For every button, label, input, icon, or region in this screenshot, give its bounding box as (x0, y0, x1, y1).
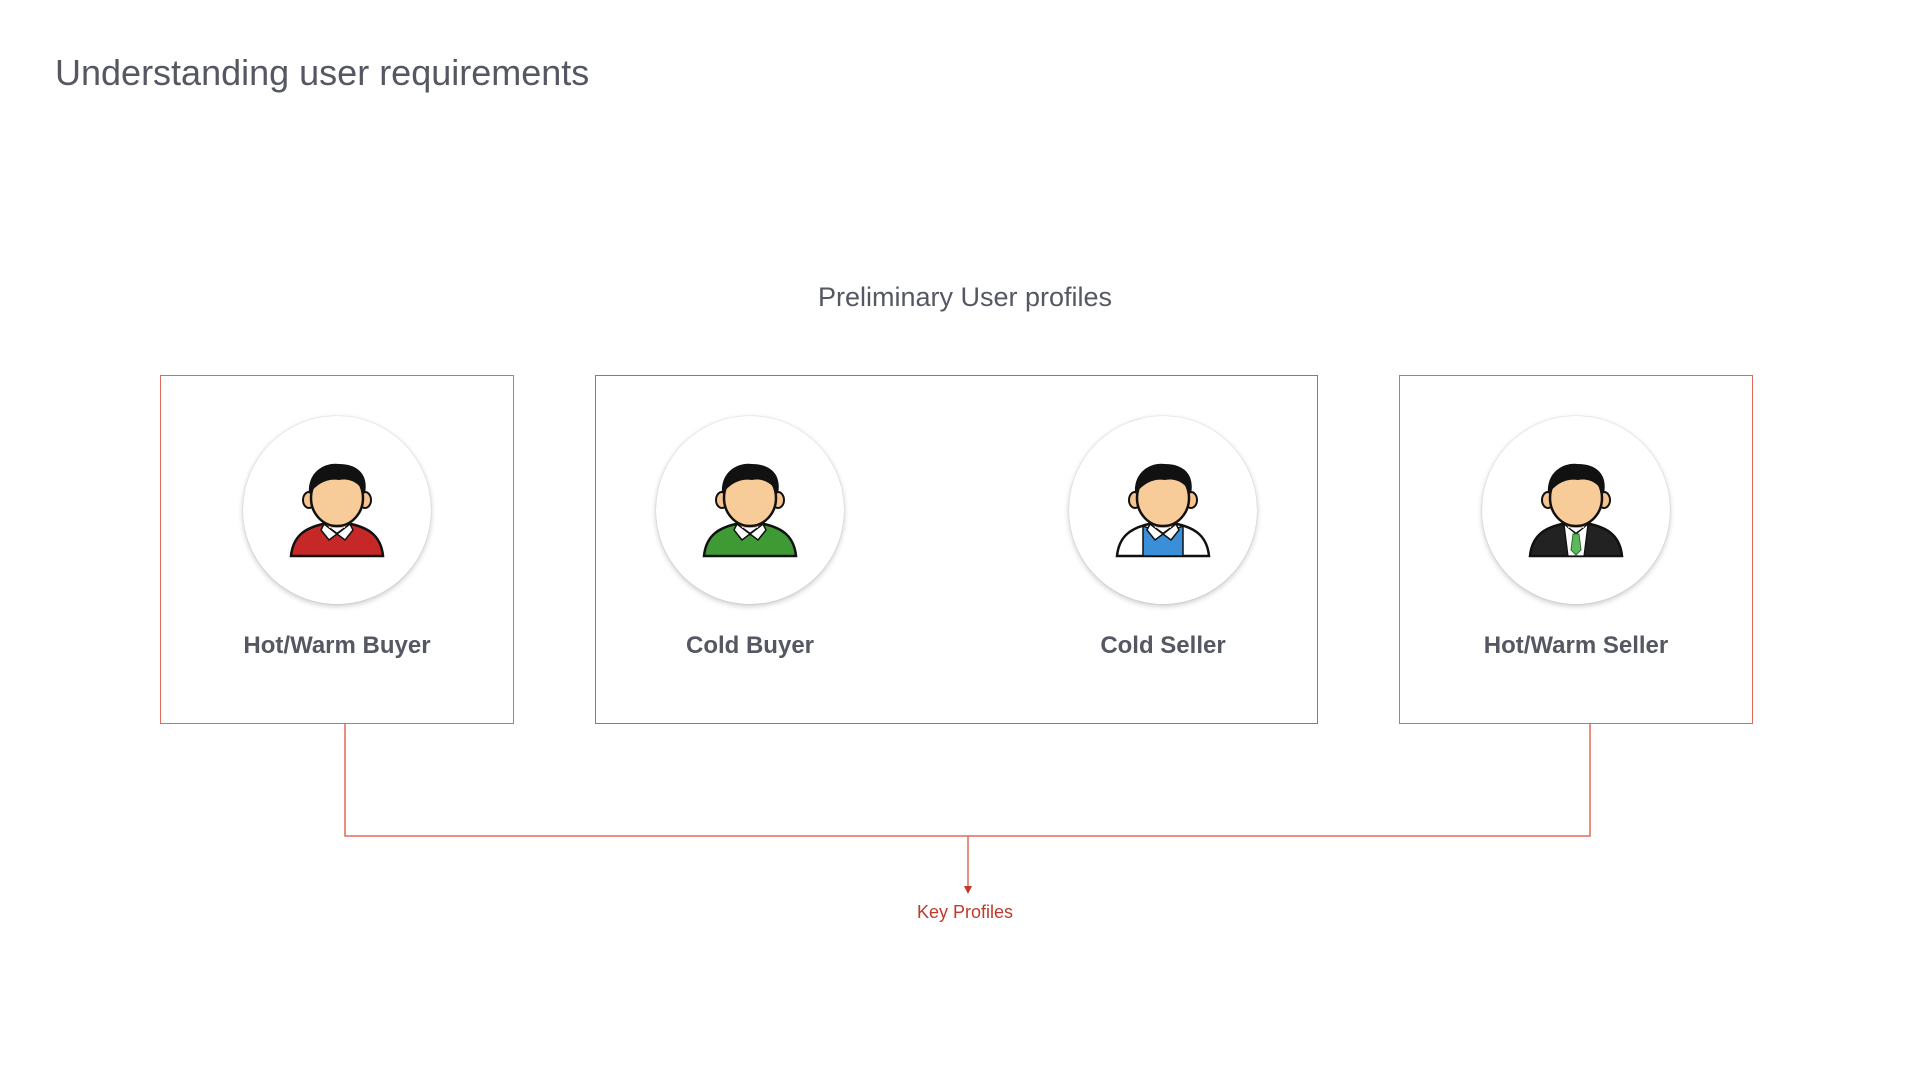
user-red-shirt-icon (289, 463, 385, 558)
user-blue-vest-icon (1115, 463, 1211, 558)
arrow-head-icon (964, 886, 972, 894)
key-profile-box-buyer (160, 375, 514, 724)
key-profile-box-seller (1399, 375, 1753, 724)
profile-label: Hot/Warm Seller (1483, 632, 1669, 659)
user-green-shirt-icon (702, 463, 798, 558)
profile-hot-warm-seller: Hot/Warm Seller (1446, 416, 1706, 660)
avatar (243, 416, 431, 604)
profile-label: Cold Buyer (685, 632, 814, 659)
user-black-suit-icon (1528, 463, 1624, 558)
page-title: Understanding user requirements (55, 52, 590, 93)
avatar (656, 416, 844, 604)
key-profiles-label: Key Profiles (916, 902, 1014, 922)
profile-cold-buyer: Cold Buyer (620, 416, 880, 660)
profile-label: Hot/Warm Buyer (243, 632, 431, 659)
profile-label: Cold Seller (1100, 632, 1226, 659)
profile-hot-warm-buyer: Hot/Warm Buyer (207, 416, 467, 660)
preliminary-profile-box (595, 375, 1318, 724)
avatar (1482, 416, 1670, 604)
section-title: Preliminary User profiles (817, 282, 1113, 312)
profile-cold-seller: Cold Seller (1033, 416, 1293, 660)
avatar (1069, 416, 1257, 604)
